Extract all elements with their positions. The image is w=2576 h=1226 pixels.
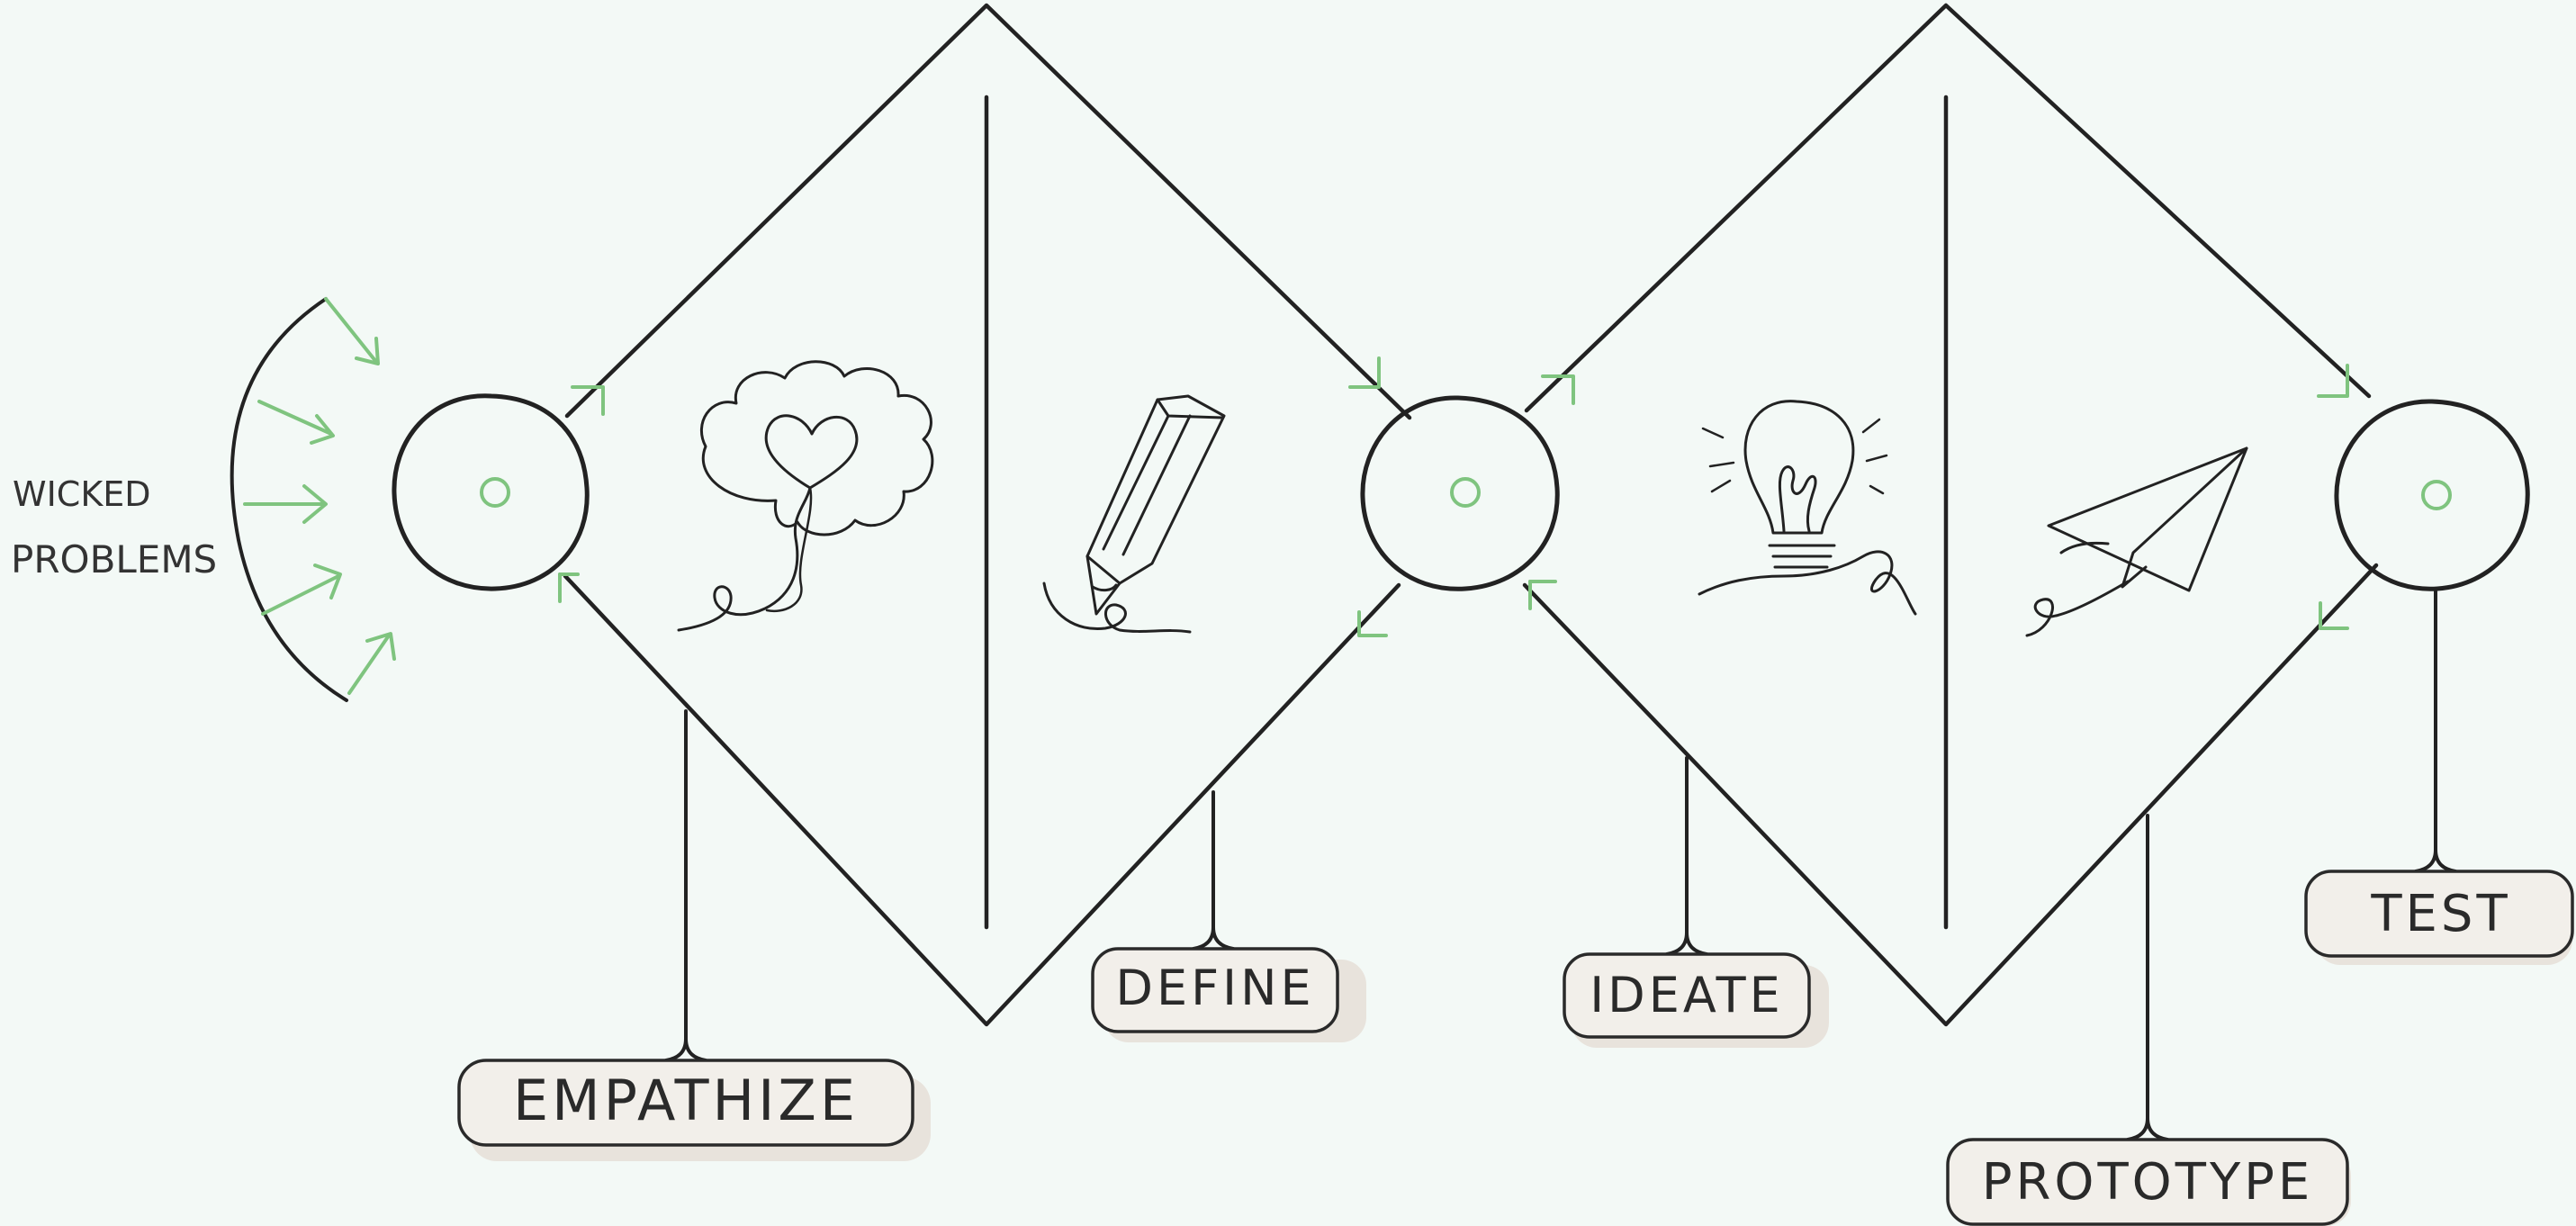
input-funnel-arc bbox=[230, 297, 348, 702]
stage-label-ideate: IDEATE bbox=[1563, 952, 1829, 1048]
node-end bbox=[2317, 364, 2530, 630]
stage-label-prototype: PROTOTYPE bbox=[1946, 1138, 2351, 1226]
node-middle bbox=[1348, 356, 1575, 637]
stage-label-empathize: EMPATHIZE bbox=[457, 1059, 931, 1161]
wicked-problems-label: WICKED PROBLEMS bbox=[11, 474, 217, 581]
diamond-discover-define bbox=[563, 3, 1412, 1027]
arrow-icon bbox=[347, 632, 396, 695]
wicked-label-line2: PROBLEMS bbox=[11, 537, 217, 581]
arrow-icon bbox=[243, 484, 328, 524]
stage-label-define: DEFINE bbox=[1091, 947, 1366, 1042]
lightbulb-icon bbox=[1698, 400, 1917, 616]
stage-label-text: PROTOTYPE bbox=[1982, 1153, 2314, 1212]
connector-ideate bbox=[1665, 756, 1708, 956]
brain-heart-icon bbox=[677, 360, 934, 632]
wicked-label-line1: WICKED bbox=[13, 474, 151, 514]
node-center-icon bbox=[480, 477, 510, 508]
node-start bbox=[392, 385, 605, 603]
connector-test bbox=[2414, 589, 2457, 873]
stage-label-text: TEST bbox=[2370, 885, 2510, 943]
diamond-develop-deliver bbox=[1522, 3, 2379, 1027]
stage-label-text: EMPATHIZE bbox=[513, 1068, 859, 1133]
stage-label-test: TEST bbox=[2304, 870, 2574, 965]
arrow-icon bbox=[257, 400, 335, 445]
paper-plane-icon bbox=[2025, 446, 2248, 637]
connector-define bbox=[1192, 790, 1235, 951]
arrow-icon bbox=[261, 563, 342, 616]
arrow-icon bbox=[324, 297, 380, 365]
connector-prototype bbox=[2126, 814, 2169, 1141]
node-center-icon bbox=[2421, 480, 2452, 510]
input-arrows bbox=[243, 297, 396, 695]
pencil-icon bbox=[1042, 394, 1226, 634]
connector-empathize bbox=[664, 709, 707, 1062]
stage-label-text: IDEATE bbox=[1590, 967, 1783, 1023]
node-center-icon bbox=[1450, 477, 1481, 508]
stage-label-text: DEFINE bbox=[1115, 960, 1314, 1016]
